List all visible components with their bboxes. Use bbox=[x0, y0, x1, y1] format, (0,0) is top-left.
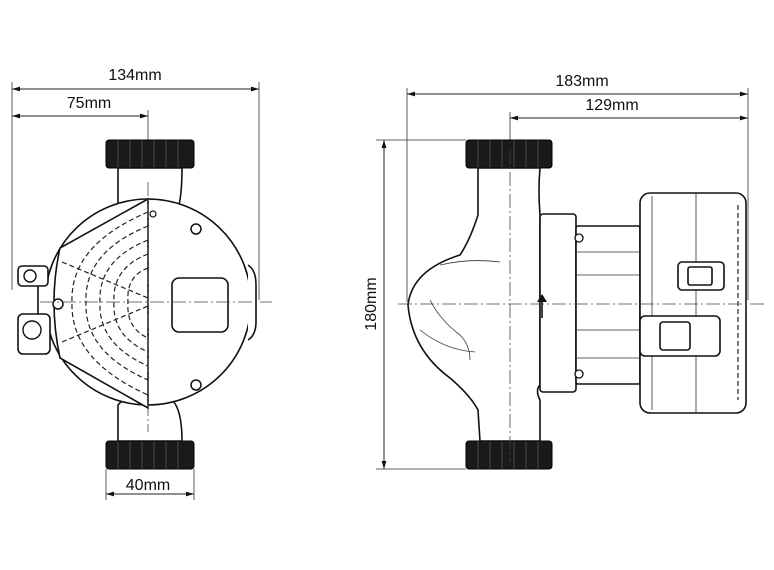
dimension-side-height: 180mm bbox=[363, 140, 387, 469]
dimension-side-offset: 129mm bbox=[510, 97, 748, 121]
dimension-side-width-label: 183mm bbox=[555, 73, 608, 90]
dimension-side-offset-label: 129mm bbox=[585, 97, 638, 114]
dimension-front-pipe: 40mm bbox=[105, 469, 195, 500]
side-terminal-box bbox=[639, 192, 747, 414]
dimension-front-offset: 75mm bbox=[12, 95, 148, 119]
side-bottom-thread bbox=[465, 440, 553, 470]
screw-icon bbox=[190, 379, 202, 391]
side-cable-gland-lower bbox=[639, 315, 721, 357]
dimension-front-width: 134mm bbox=[12, 67, 259, 92]
screw-icon bbox=[574, 233, 584, 243]
screw-icon bbox=[190, 223, 202, 235]
front-cable-gland-upper bbox=[17, 265, 49, 287]
flow-direction-arrow-icon bbox=[537, 294, 547, 318]
side-motor-stator bbox=[575, 225, 641, 385]
side-volute-detail bbox=[439, 260, 501, 266]
side-top-thread bbox=[465, 139, 553, 169]
side-cable-gland-upper bbox=[677, 261, 725, 291]
dimension-side-height-label: 180mm bbox=[363, 277, 380, 330]
dimension-front-width-label: 134mm bbox=[108, 67, 161, 84]
front-top-thread bbox=[105, 139, 195, 169]
front-view: 134mm 75mm bbox=[11, 67, 272, 500]
side-view: 183mm 129mm 180mm bbox=[363, 73, 766, 470]
front-cable-gland-lower bbox=[17, 313, 51, 355]
screw-icon bbox=[574, 369, 584, 379]
screw-icon bbox=[52, 298, 64, 310]
dimension-front-pipe-label: 40mm bbox=[126, 477, 170, 494]
front-pump-housing bbox=[37, 197, 257, 410]
dimension-side-width: 183mm bbox=[407, 73, 748, 97]
screw-icon bbox=[149, 210, 157, 218]
side-motor-flange bbox=[539, 213, 577, 393]
front-display-window bbox=[171, 277, 229, 333]
side-pump-body bbox=[407, 167, 541, 442]
front-bottom-thread bbox=[105, 440, 195, 470]
side-volute-detail bbox=[419, 329, 476, 353]
dimension-front-offset-label: 75mm bbox=[67, 95, 111, 112]
